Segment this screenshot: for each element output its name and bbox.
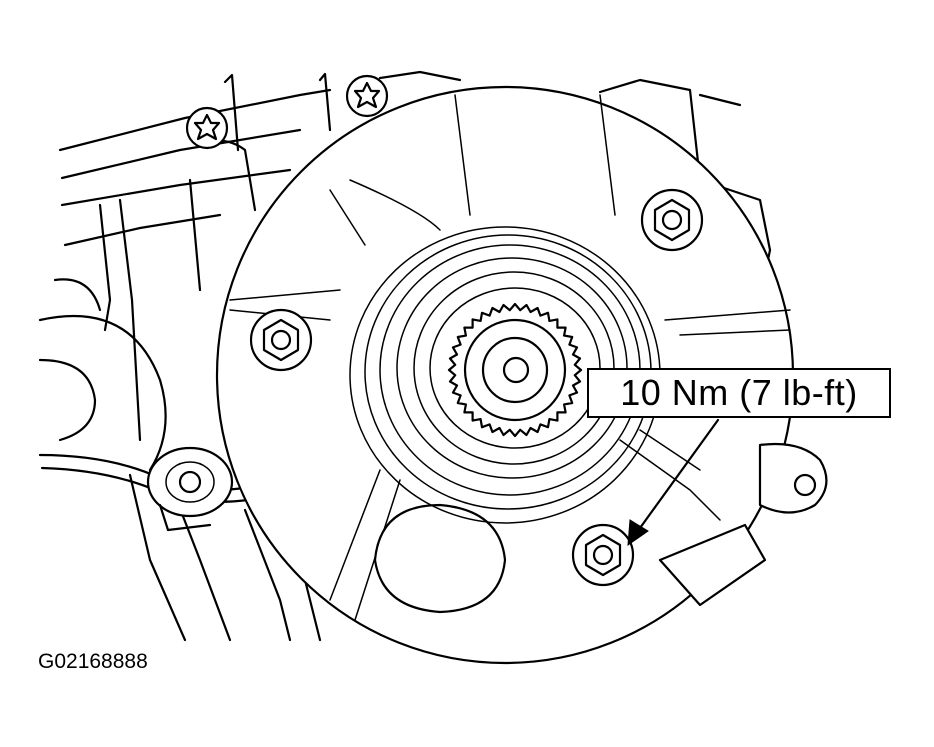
hex-bolt-icon	[640, 188, 704, 252]
splined-hub	[447, 302, 583, 438]
figure-id: G02168888	[38, 650, 148, 673]
torx-bolt-icon	[345, 74, 389, 118]
transmission-housing	[38, 70, 772, 642]
torque-label: 10 Nm (7 lb-ft)	[620, 372, 858, 413]
torx-bolt-icon	[185, 106, 229, 150]
torque-callout: 10 Nm (7 lb-ft)	[587, 368, 891, 418]
sensor-wire	[38, 446, 320, 532]
hex-bolt-icon	[249, 308, 313, 372]
hex-bolt-icon	[571, 523, 635, 587]
arrow-icon	[627, 418, 720, 547]
